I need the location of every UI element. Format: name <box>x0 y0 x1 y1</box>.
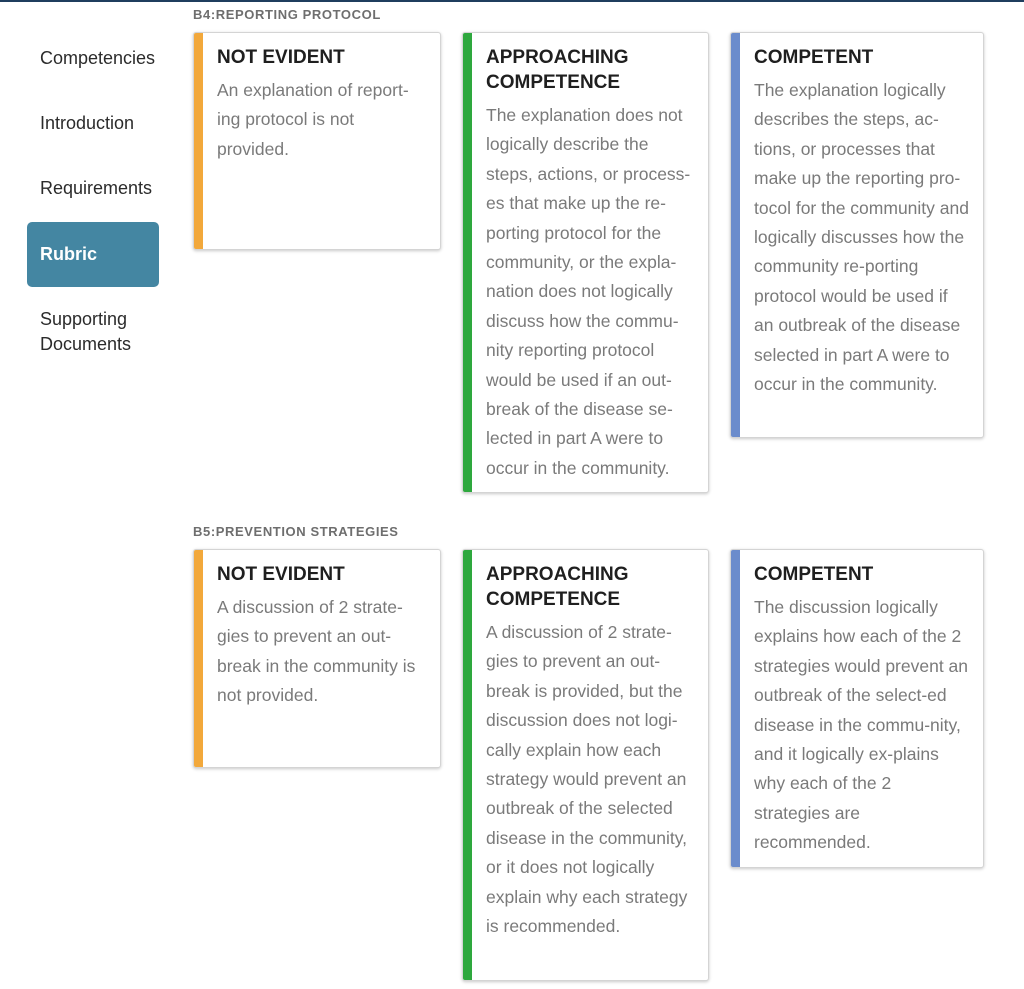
sidebar-item-requirements[interactable]: Requirements <box>40 178 153 198</box>
card-title: APPROACHING COMPETENCE <box>486 564 629 610</box>
section-title-b5: B5:PREVENTION STRATEGIES <box>193 524 399 539</box>
card-title: NOT EVIDENT <box>217 564 345 585</box>
level-color-bar <box>731 550 740 867</box>
level-color-bar <box>463 33 472 492</box>
card-body: The explanation does not logically descr… <box>486 105 691 478</box>
rubric-card-competent: COMPETENT The explanation logically desc… <box>730 32 984 438</box>
card-body: The explanation logically describes the … <box>754 80 969 395</box>
sidebar-item-competencies[interactable]: Competencies <box>40 48 156 68</box>
card-body: The discussion logically explains how ea… <box>754 597 969 853</box>
rubric-card-not-evident: NOT EVIDENT A discussion of 2 strate-gie… <box>193 549 441 768</box>
card-title: COMPETENT <box>754 47 874 68</box>
level-color-bar <box>731 33 740 437</box>
card-title: NOT EVIDENT <box>217 47 345 68</box>
rubric-card-approaching: APPROACHING COMPETENCE The explanation d… <box>462 32 709 493</box>
card-title: COMPETENT <box>754 564 874 585</box>
sidebar-item-introduction[interactable]: Introduction <box>40 113 135 133</box>
section-title-b4: B4:REPORTING PROTOCOL <box>193 7 381 22</box>
level-color-bar <box>194 33 203 249</box>
sidebar-item-label: Rubric <box>40 244 98 264</box>
level-color-bar <box>463 550 472 980</box>
card-body: A discussion of 2 strate-gies to prevent… <box>217 597 416 706</box>
rubric-card-competent: COMPETENT The discussion logically expla… <box>730 549 984 868</box>
rubric-card-approaching: APPROACHING COMPETENCE A discussion of 2… <box>462 549 709 981</box>
card-title: APPROACHING COMPETENCE <box>486 47 629 93</box>
sidebar-item-rubric[interactable]: Rubric <box>27 222 159 287</box>
top-border <box>0 0 1024 2</box>
rubric-card-not-evident: NOT EVIDENT An explanation of report-ing… <box>193 32 441 250</box>
card-body: An explanation of report-ing protocol is… <box>217 80 409 159</box>
card-body: A discussion of 2 strate-gies to prevent… <box>486 622 688 937</box>
level-color-bar <box>194 550 203 767</box>
sidebar-item-supporting-documents[interactable]: Supporting Documents <box>40 309 132 354</box>
